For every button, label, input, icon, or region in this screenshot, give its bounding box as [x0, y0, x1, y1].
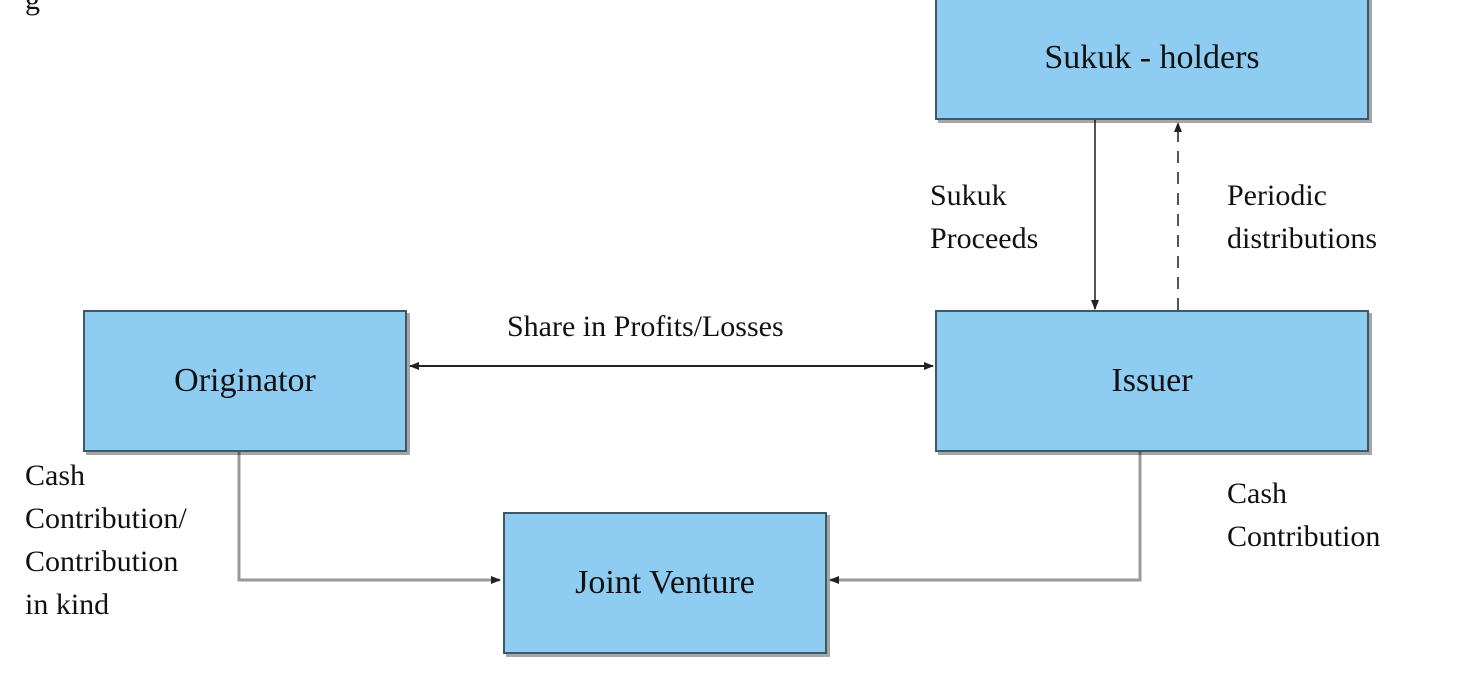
originator-contribution-line-3: Contribution [25, 545, 179, 578]
sukuk-holders-box: Sukuk - holders [935, 0, 1369, 120]
issuer-label: Issuer [1111, 362, 1193, 399]
joint-venture-label: Joint Venture [575, 564, 755, 601]
originator-box: Originator [83, 310, 407, 452]
issuer-box: Issuer [935, 310, 1369, 452]
sukuk-proceeds-label: Sukuk Proceeds [930, 174, 1038, 260]
joint-venture-box: Joint Venture [503, 512, 827, 654]
originator-label: Originator [174, 362, 316, 399]
sukuk-proceeds-line-1: Sukuk [930, 179, 1007, 212]
issuer-contribution-label: Cash Contribution [1227, 472, 1380, 558]
originator-contribution-line-2: Contribution/ [25, 502, 187, 535]
issuer-contribution-line-1: Cash [1227, 477, 1287, 510]
originator-contribution-line-4: in kind [25, 588, 110, 621]
periodic-distributions-line-2: distributions [1227, 222, 1378, 255]
issuer-contribution-arrow [829, 452, 1142, 584]
issuer-contribution-line-2: Contribution [1227, 520, 1381, 553]
cropped-heading-fragment: g [25, 0, 40, 21]
originator-contribution-label: Cash Contribution/ Contribution in kind [25, 454, 187, 626]
sukuk-proceeds-line-2: Proceeds [930, 222, 1039, 255]
share-profits-losses-label: Share in Profits/Losses [507, 310, 784, 343]
periodic-distributions-label: Periodic distributions [1227, 174, 1377, 260]
sukuk-holders-label: Sukuk - holders [1044, 39, 1260, 76]
originator-contribution-arrow [237, 452, 501, 584]
periodic-distributions-line-1: Periodic [1227, 179, 1327, 212]
originator-contribution-line-1: Cash [25, 459, 85, 492]
